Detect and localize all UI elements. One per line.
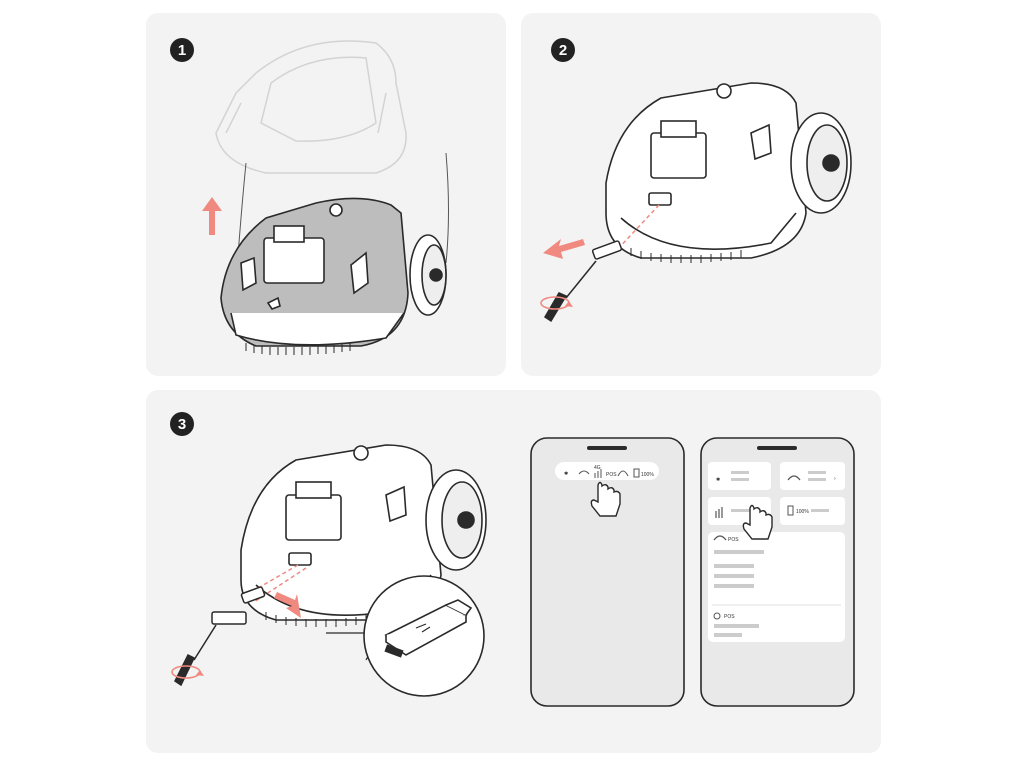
mower-body: [606, 83, 806, 263]
rtk-label: POS: [728, 537, 739, 543]
arrow-up-icon: [202, 197, 222, 235]
arrow-left-icon: [543, 239, 585, 259]
battery-label: 100%: [796, 509, 809, 515]
mower-body: [221, 198, 408, 355]
step-2-illustration: [521, 13, 881, 376]
battery-label: 100%: [641, 472, 654, 478]
rear-wheel: [410, 235, 446, 315]
phone-right: ✱ › › 100% POS POS: [701, 438, 854, 706]
step-3-panel: 3: [146, 390, 881, 753]
step-1-panel: 1: [146, 13, 506, 376]
svg-text:✱: ✱: [716, 477, 720, 483]
lifted-cover: [216, 41, 406, 173]
step-2-panel: 2: [521, 13, 881, 376]
rear-wheel: [791, 113, 851, 213]
rtk-dongle: [592, 241, 622, 260]
rtk-label: POS: [606, 472, 617, 478]
step-3-illustration: ✱ 4G POS 100% ✱ ›: [146, 390, 881, 753]
phone-left: ✱ 4G POS 100%: [531, 438, 684, 706]
rear-wheel: [426, 470, 486, 570]
screwdriver: [545, 261, 596, 321]
cell-label: 4G: [594, 465, 601, 471]
bluetooth-icon: ✱: [564, 471, 568, 477]
step-1-illustration: [146, 13, 506, 376]
cover-cap: [212, 612, 246, 624]
pos-label: POS: [724, 614, 735, 620]
